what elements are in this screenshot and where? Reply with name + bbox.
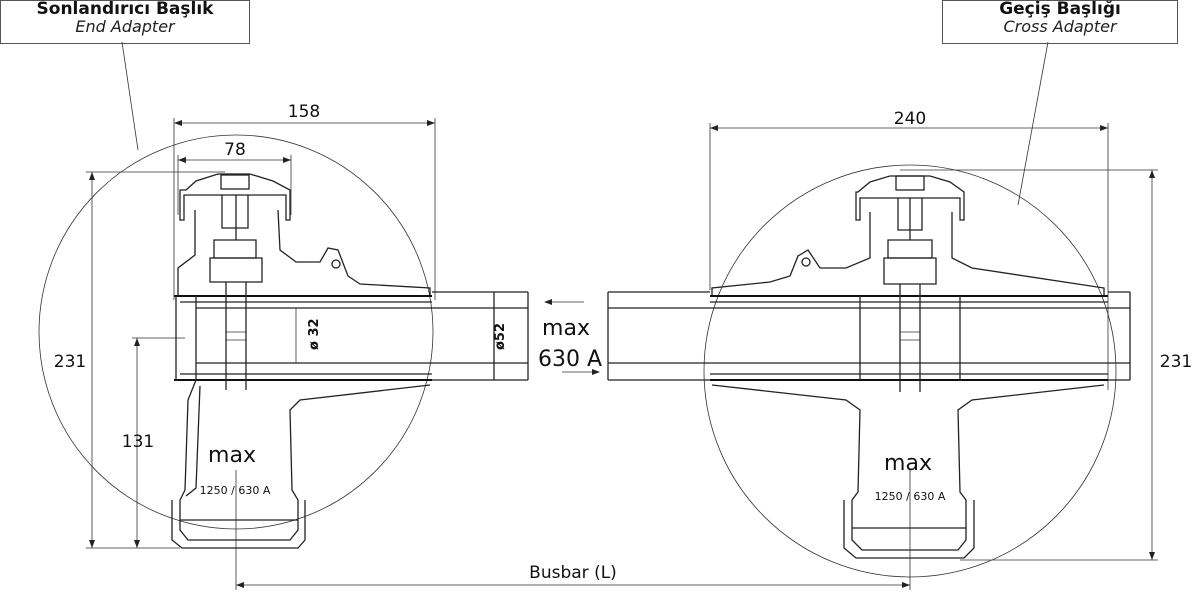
right-max: max	[884, 451, 932, 476]
dim-240: 240	[894, 109, 926, 129]
dim-231-left: 231	[54, 352, 86, 372]
left-current: 1250 / 630 A	[200, 484, 271, 497]
center-max: max	[542, 316, 590, 341]
cross-adapter-label: Geçiş Başlığı Cross Adapter	[942, 0, 1178, 44]
cross-adapter-title-en: Cross Adapter	[1003, 16, 1117, 36]
cross-adapter-leader	[1017, 41, 1049, 206]
cross-adapter-title-tr: Geçiş Başlığı	[999, 0, 1121, 19]
end-adapter-label: Sonlandırıcı Başlık End Adapter	[0, 0, 250, 44]
dim-78: 78	[224, 140, 246, 160]
end-adapter-title-en: End Adapter	[75, 16, 175, 36]
dim-bore-52: ø52	[493, 323, 508, 350]
end-adapter-leader	[121, 41, 139, 151]
dim-131: 131	[122, 432, 154, 452]
left-max: max	[208, 443, 256, 468]
cross-adapter-drawing	[607, 123, 1158, 578]
right-current: 1250 / 630 A	[875, 490, 946, 503]
end-adapter-drawing	[38, 118, 529, 549]
busbar-label: Busbar (L)	[529, 563, 617, 583]
center-current: 630 A	[538, 347, 602, 372]
dim-bore-32: ø 32	[307, 318, 322, 350]
dim-231-right: 231	[1160, 352, 1192, 372]
end-adapter-title-tr: Sonlandırıcı Başlık	[36, 0, 214, 19]
dim-158: 158	[288, 102, 320, 122]
